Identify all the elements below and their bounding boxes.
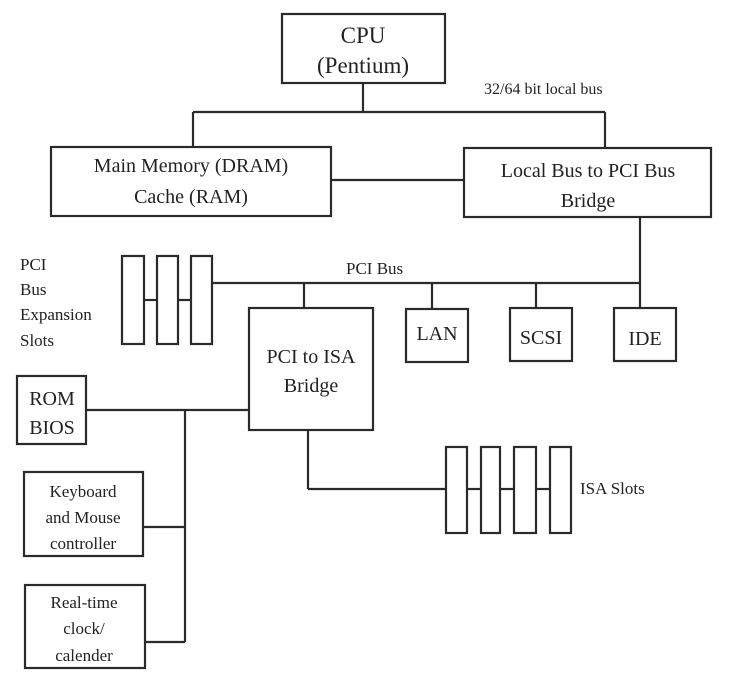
ide-node: IDE	[612, 306, 678, 363]
isa-slots: ISA Slots	[444, 445, 645, 535]
pci-isa-bridge-node: PCI to ISA Bridge	[247, 306, 375, 432]
pci-bus-label: PCI Bus	[346, 259, 403, 278]
scsi-label: SCSI	[520, 327, 562, 349]
pci-bridge-label: Local Bus to PCI Bus	[501, 160, 676, 182]
keyboard-label-line1: Keyboard	[49, 482, 117, 501]
cpu-node: CPU (Pentium)	[280, 12, 447, 85]
isa-slots-label: ISA Slots	[580, 479, 645, 498]
main-memory-node: Main Memory (DRAM) Cache (RAM)	[49, 145, 333, 218]
rtc-label-line1: Real-time	[50, 593, 117, 612]
connections	[86, 83, 642, 644]
main-memory-label: Main Memory (DRAM)	[94, 155, 288, 177]
pci-slots-label-line4: Slots	[20, 331, 54, 350]
keyboard-label-line2: and Mouse	[45, 508, 120, 527]
keyboard-label-line3: controller	[50, 534, 116, 553]
isa-slot	[444, 445, 469, 535]
cpu-sublabel: (Pentium)	[317, 53, 409, 78]
isa-slot	[512, 445, 538, 535]
pci-slot	[189, 254, 214, 346]
pci-slots-label-line2: Bus	[20, 280, 46, 299]
bios-label: BIOS	[29, 417, 75, 439]
pci-slots-label-line1: PCI	[20, 255, 47, 274]
cache-label: Cache (RAM)	[134, 186, 248, 208]
pci-slot	[120, 254, 146, 346]
lan-node: LAN	[404, 307, 470, 364]
pci-slots-label-line3: Expansion	[20, 305, 92, 324]
pci-slot	[155, 254, 180, 346]
pci-isa-bridge-label: PCI to ISA	[267, 346, 356, 368]
rtc-node: Real-time clock/ calender	[23, 583, 147, 670]
keyboard-mouse-node: Keyboard and Mouse controller	[22, 470, 145, 558]
pci-bridge-sublabel: Bridge	[561, 190, 616, 212]
rtc-label-line3: calender	[55, 646, 113, 665]
isa-slot	[479, 445, 502, 535]
ide-label: IDE	[628, 328, 661, 350]
local-bus-label: 32/64 bit local bus	[484, 81, 603, 98]
rom-bios-node: ROM BIOS	[15, 374, 88, 446]
isa-slot	[548, 445, 573, 535]
pci-isa-bridge-sublabel: Bridge	[284, 375, 339, 397]
pci-bridge-node: Local Bus to PCI Bus Bridge	[462, 146, 713, 219]
rtc-label-line2: clock/	[63, 619, 105, 638]
scsi-node: SCSI	[508, 306, 574, 363]
lan-label: LAN	[416, 323, 457, 345]
cpu-label: CPU	[341, 23, 386, 48]
pci-expansion-slots: PCI Bus Expansion Slots	[20, 254, 214, 350]
rom-label: ROM	[29, 388, 75, 410]
